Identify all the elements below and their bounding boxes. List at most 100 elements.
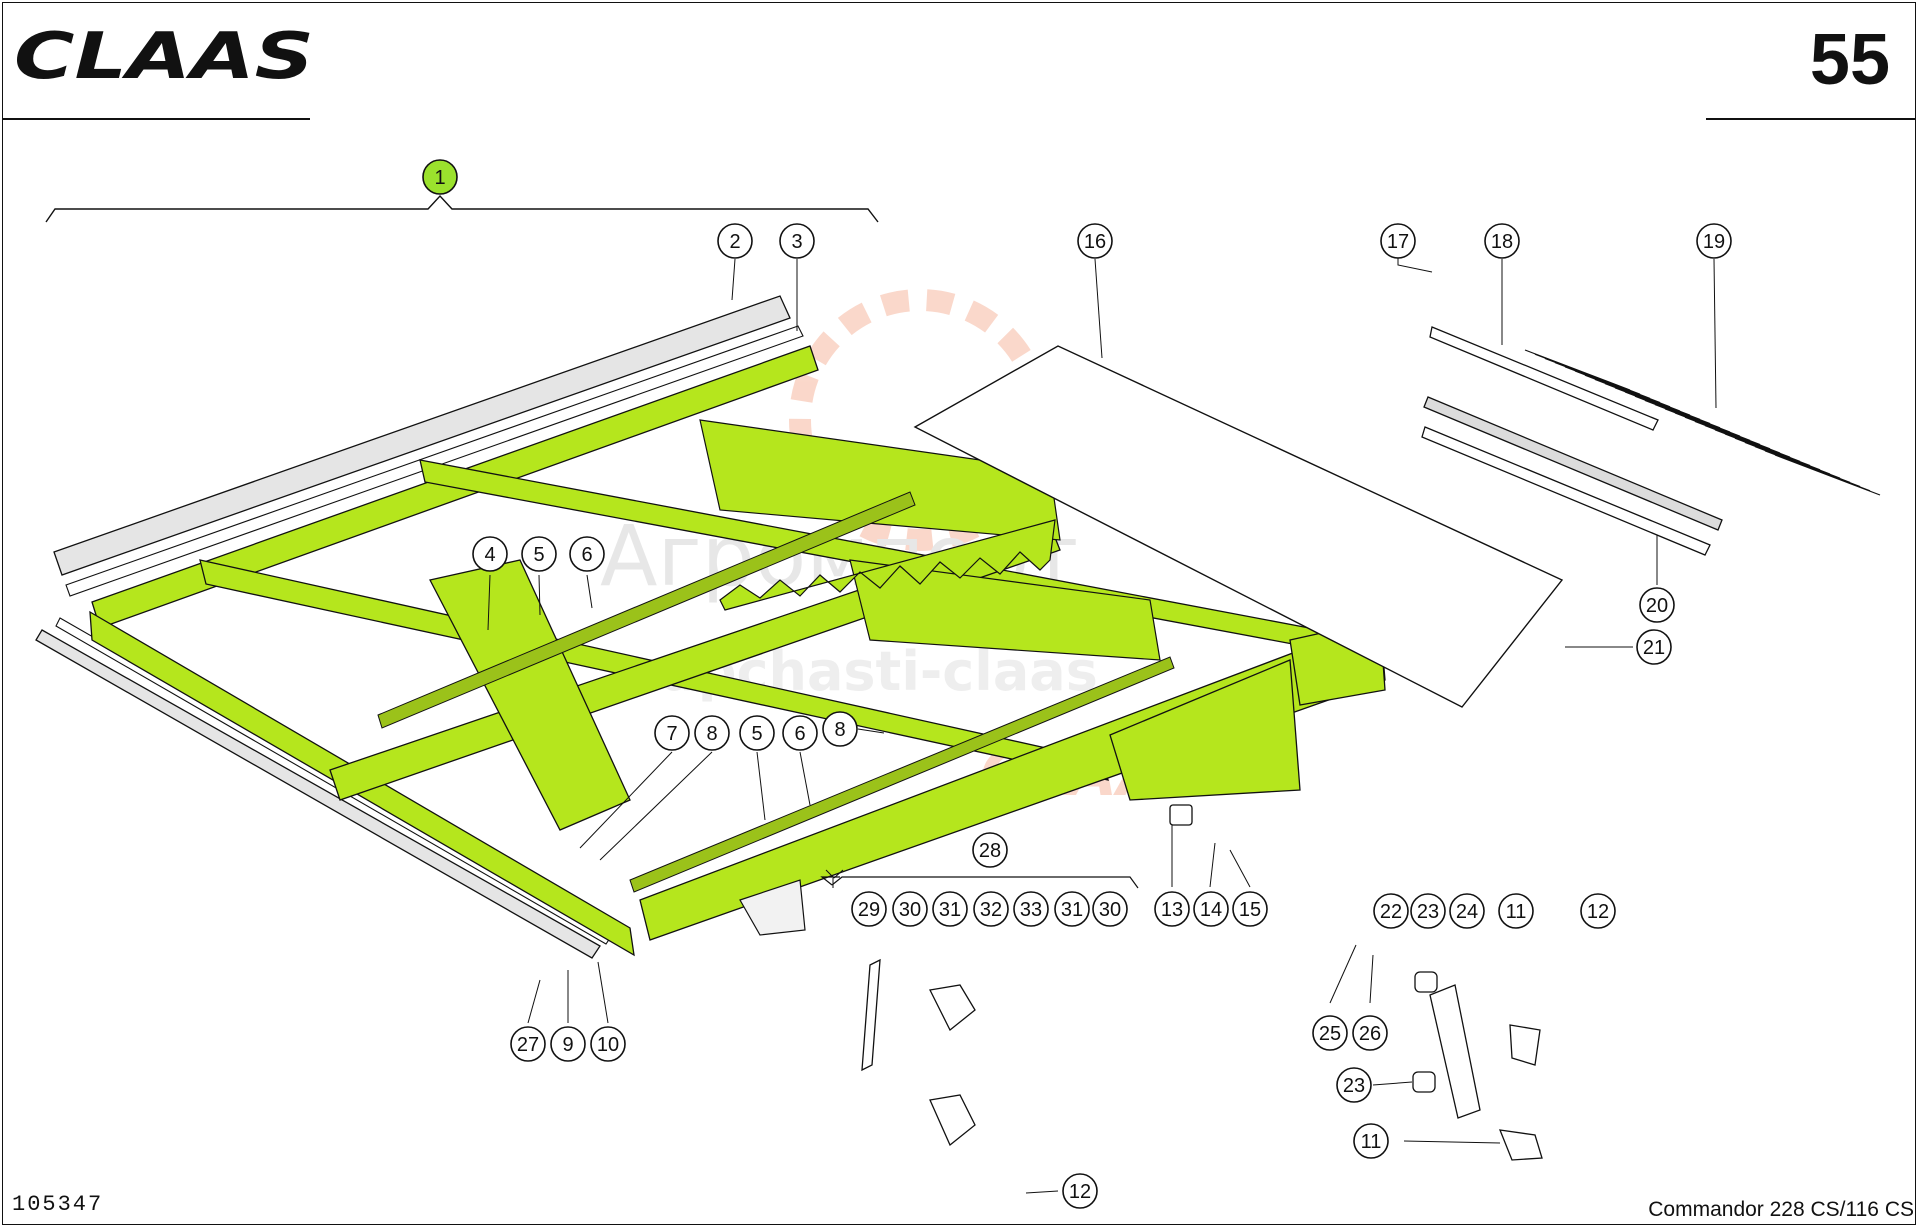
leader-25: [1329, 944, 1357, 1004]
callout-2: 2: [717, 223, 753, 259]
callout-29: 29: [851, 891, 887, 927]
callout-label: 5: [533, 544, 544, 566]
callout-label: 13: [1161, 899, 1183, 921]
callout-circle: [1232, 891, 1268, 927]
leader-6a: [586, 574, 593, 609]
callout-circle: [1373, 893, 1409, 929]
callout-circle: [1013, 891, 1049, 927]
callout-circle: [973, 891, 1009, 927]
perforated-strips: [377, 491, 1175, 893]
callout-circle: [1380, 223, 1416, 259]
callout-14: 14: [1193, 891, 1229, 927]
callout-8: 8: [822, 711, 858, 747]
callout-5: 5: [739, 715, 775, 751]
callout-label: 20: [1646, 595, 1668, 617]
callout-24: 24: [1449, 893, 1485, 929]
callout-label: 31: [1061, 899, 1083, 921]
rake-fingers: [1524, 349, 1881, 496]
callout-circle: [1636, 629, 1672, 665]
leader-19: [1713, 258, 1717, 409]
callout-circle: [1193, 891, 1229, 927]
callout-circle: [972, 832, 1008, 868]
mount-bracket: [739, 879, 806, 936]
callout-circle: [1154, 891, 1190, 927]
step-plate-upper: [699, 419, 1061, 541]
callout-25: 25: [1312, 1015, 1348, 1051]
callout-12: 12: [1580, 893, 1616, 929]
bushing-23-upper: [1414, 971, 1438, 993]
bearing-flange-lower: [929, 1094, 976, 1147]
svg-text:CLAAS: CLAAS: [14, 20, 314, 90]
callout-33: 33: [1013, 891, 1049, 927]
sawtooth-strip: [719, 519, 1056, 611]
perforated-strip-upper: [377, 491, 916, 729]
callout-23: 23: [1336, 1067, 1372, 1103]
callout-circle: [892, 891, 928, 927]
leader-23-lower: [1372, 1081, 1413, 1086]
frame-end-plate: [1109, 659, 1301, 801]
rake-clamp-strip: [1429, 326, 1659, 431]
callout-6: 6: [569, 536, 605, 572]
step-plate-lower: [849, 559, 1161, 661]
callout-label: 30: [899, 899, 921, 921]
rake-base-strip: [1421, 426, 1711, 556]
callout-circle: [1352, 1015, 1388, 1051]
document-id: 105347: [12, 1192, 104, 1217]
callout-26: 26: [1352, 1015, 1388, 1051]
callout-13: 13: [1154, 891, 1190, 927]
step-plates: [699, 419, 1161, 661]
callout-circle: [1639, 587, 1675, 623]
callout-30: 30: [892, 891, 928, 927]
hardware: [861, 804, 1543, 1161]
callout-label: 8: [706, 723, 717, 745]
callout-23: 23: [1410, 893, 1446, 929]
callout-17: 17: [1380, 223, 1416, 259]
leader-5b: [756, 751, 766, 821]
bushing-23-lower: [1412, 1071, 1436, 1093]
leader-lines: [487, 255, 1717, 1194]
callout-label: 23: [1343, 1075, 1365, 1097]
callout-4: 4: [472, 536, 508, 572]
bearing-link-arm: [1429, 984, 1481, 1119]
leader-7: [579, 751, 673, 849]
callout-label: 28: [979, 840, 1001, 862]
leader-27: [527, 979, 541, 1024]
callout-1: 1: [422, 159, 458, 195]
callout-label: 10: [597, 1034, 619, 1056]
callout-circle: [654, 715, 690, 751]
callout-circle: [1449, 893, 1485, 929]
callout-22: 22: [1373, 893, 1409, 929]
callout-9: 9: [550, 1026, 586, 1062]
callout-8: 8: [694, 715, 730, 751]
leader-6b: [799, 751, 811, 806]
page-number: 55: [1809, 20, 1890, 100]
seal-strip-top: [53, 295, 791, 576]
callout-label: 12: [1069, 1181, 1091, 1203]
callout-label: 18: [1491, 231, 1513, 253]
callout-circle: [822, 711, 858, 747]
callout-5: 5: [521, 536, 557, 572]
callout-label: 3: [791, 231, 802, 253]
callout-label: 21: [1643, 637, 1665, 659]
callout-circle: [1312, 1015, 1348, 1051]
callout-label: 25: [1319, 1023, 1341, 1045]
perforated-strip-lower: [629, 656, 1175, 893]
callout-label: 7: [666, 723, 677, 745]
callout-circle: [932, 891, 968, 927]
callout-30: 30: [1092, 891, 1128, 927]
callout-circle: [1054, 891, 1090, 927]
bearing-flange-32: [929, 984, 976, 1032]
seal-strip-top-rail: [65, 325, 804, 597]
callout-31: 31: [1054, 891, 1090, 927]
callout-label: 8: [834, 719, 845, 741]
callout-12: 12: [1062, 1173, 1098, 1209]
callout-19: 19: [1696, 223, 1732, 259]
callout-6: 6: [782, 715, 818, 751]
callout-circle: [521, 536, 557, 572]
callout-20: 20: [1639, 587, 1675, 623]
callout-circle: [1498, 893, 1534, 929]
callout-circle: [1077, 223, 1113, 259]
callout-11: 11: [1498, 893, 1534, 929]
header-rule-right: [1706, 118, 1916, 120]
